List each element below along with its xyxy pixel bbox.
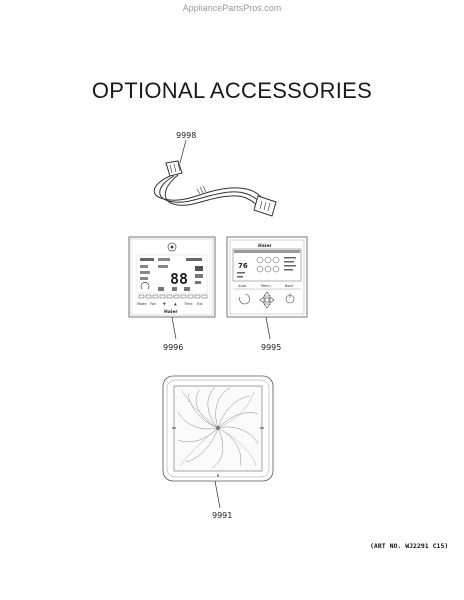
part-label-9995: 9995	[261, 343, 281, 352]
touch-button-label: Auto	[238, 284, 246, 288]
watermark: AppliancePartsPros.com	[182, 3, 282, 13]
touch-controller-9995: Haier 76 Auto Menu Back	[226, 236, 308, 352]
remote-key-label: Ext	[197, 302, 203, 306]
remote-key-label: ▲	[174, 302, 177, 306]
remote-key-label: Mode	[137, 302, 147, 306]
remote-key-label: ▼	[163, 302, 166, 306]
temperature-display: 76	[238, 262, 248, 270]
sensor-icon	[167, 242, 177, 252]
cassette-panel-9991: 9991	[162, 375, 274, 520]
remote-controller-9996: 88 Mode Fan ▼ ▲ Time Ext Haier 9996	[128, 236, 216, 352]
art-number: (ART NO. WJ2291 C15)	[370, 542, 449, 550]
lcd-digits: 88	[170, 270, 188, 288]
touch-button-label: Menu	[261, 284, 271, 288]
part-label-9991: 9991	[212, 511, 232, 520]
part-label-9998: 9998	[176, 131, 196, 140]
remote-key-label: Fan	[150, 302, 156, 306]
brand-logo-9996: Haier	[164, 309, 178, 315]
part-label-9996: 9996	[163, 343, 183, 352]
touch-button-label: Back	[285, 284, 294, 288]
brand-logo-9995: Haier	[258, 243, 272, 249]
wire-harness: 9998	[153, 131, 277, 217]
remote-key-label: Time	[183, 302, 193, 306]
page-title: OPTIONAL ACCESSORIES	[91, 78, 373, 103]
